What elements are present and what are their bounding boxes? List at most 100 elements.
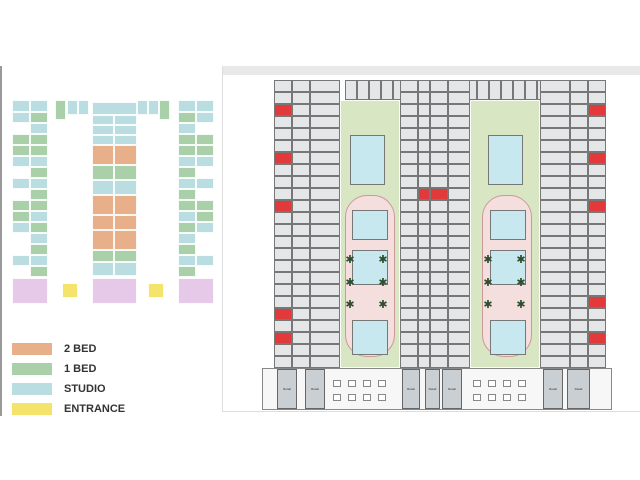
unit-2bed <box>92 195 114 215</box>
apartment-unit <box>588 284 606 296</box>
unit-studio <box>196 222 214 233</box>
unit-2bed <box>92 215 114 230</box>
apartment-unit <box>570 188 588 200</box>
unit-2bed <box>114 215 137 230</box>
cafe-table <box>518 380 526 387</box>
retail-unit: Retail <box>305 369 325 409</box>
apartment-unit <box>540 260 570 272</box>
apartment-unit <box>310 296 340 308</box>
apartment-unit <box>274 320 292 332</box>
apartment-unit <box>400 104 418 116</box>
apartment-unit <box>448 140 470 152</box>
apartment-unit <box>274 260 292 272</box>
apartment-unit <box>381 80 393 100</box>
cafe-table <box>333 394 341 401</box>
unit-1bed <box>12 200 30 211</box>
apartment-unit <box>588 80 606 92</box>
apartment-unit <box>400 272 418 284</box>
unit-studio <box>196 255 214 266</box>
apartment-unit <box>448 212 470 224</box>
apartment-unit <box>540 92 570 104</box>
apartment-unit <box>430 212 448 224</box>
unit-studio <box>178 255 196 266</box>
apartment-unit <box>345 80 357 100</box>
apartment-unit <box>540 140 570 152</box>
pool <box>352 210 388 240</box>
unit-type-plan <box>0 0 225 310</box>
cafe-table <box>378 394 386 401</box>
apartment-unit <box>292 128 310 140</box>
apartment-unit <box>430 320 448 332</box>
apartment-unit <box>310 284 340 296</box>
unit-studio <box>30 255 48 266</box>
highlighted-unit <box>274 152 292 164</box>
apartment-unit <box>430 344 448 356</box>
apartment-unit <box>274 128 292 140</box>
apartment-unit <box>540 296 570 308</box>
palm-tree-icon: ✱ <box>516 299 526 311</box>
apartment-unit <box>588 176 606 188</box>
cafe-table <box>333 380 341 387</box>
unit-studio <box>196 156 214 167</box>
apartment-unit <box>400 260 418 272</box>
unit-studio <box>178 233 196 244</box>
apartment-unit <box>400 356 418 368</box>
unit-studio <box>178 123 196 134</box>
legend-label: ENTRANCE <box>64 403 126 415</box>
apartment-unit <box>274 236 292 248</box>
retail-unit: Retail <box>425 369 440 409</box>
apartment-unit <box>292 80 310 92</box>
apartment-unit <box>274 344 292 356</box>
apartment-unit <box>588 272 606 284</box>
unit-1bed <box>12 145 30 156</box>
apartment-unit <box>418 248 430 260</box>
unit-studio <box>114 125 137 135</box>
cafe-table <box>488 380 496 387</box>
apartment-unit <box>570 140 588 152</box>
apartment-unit <box>588 224 606 236</box>
apartment-unit <box>430 104 448 116</box>
apartment-unit <box>418 212 430 224</box>
apartment-unit <box>430 164 448 176</box>
apartment-unit <box>400 344 418 356</box>
apartment-unit <box>588 140 606 152</box>
unit-studio <box>30 100 48 112</box>
apartment-unit <box>418 164 430 176</box>
apartment-unit <box>540 128 570 140</box>
retail-unit: Retail <box>277 369 297 409</box>
apartment-unit <box>588 320 606 332</box>
apartment-unit <box>400 332 418 344</box>
apartment-unit <box>310 308 340 320</box>
apartment-unit <box>448 176 470 188</box>
unit-1bed <box>30 112 48 123</box>
apartment-unit <box>400 80 418 92</box>
apartment-unit <box>418 356 430 368</box>
unit-studio <box>114 135 137 145</box>
unit-1bed <box>30 200 48 211</box>
apartment-unit <box>400 200 418 212</box>
retail-zone <box>12 278 48 304</box>
apartment-unit <box>310 164 340 176</box>
apartment-unit <box>292 320 310 332</box>
palm-tree-icon: ✱ <box>345 277 355 289</box>
apartment-unit <box>588 248 606 260</box>
apartment-unit <box>430 296 448 308</box>
apartment-unit <box>310 200 340 212</box>
apartment-unit <box>310 248 340 260</box>
apartment-unit <box>448 320 470 332</box>
unit-studio <box>30 211 48 222</box>
unit-studio <box>196 178 214 189</box>
apartment-unit <box>540 164 570 176</box>
palm-tree-icon: ✱ <box>378 254 388 266</box>
apartment-unit <box>310 356 340 368</box>
apartment-unit <box>418 308 430 320</box>
palm-tree-icon: ✱ <box>483 277 493 289</box>
apartment-unit <box>570 332 588 344</box>
apartment-unit <box>570 320 588 332</box>
apartment-unit <box>448 92 470 104</box>
legend-swatch <box>12 343 52 355</box>
unit-2bed <box>114 230 137 250</box>
apartment-unit <box>448 116 470 128</box>
cafe-table <box>503 380 511 387</box>
